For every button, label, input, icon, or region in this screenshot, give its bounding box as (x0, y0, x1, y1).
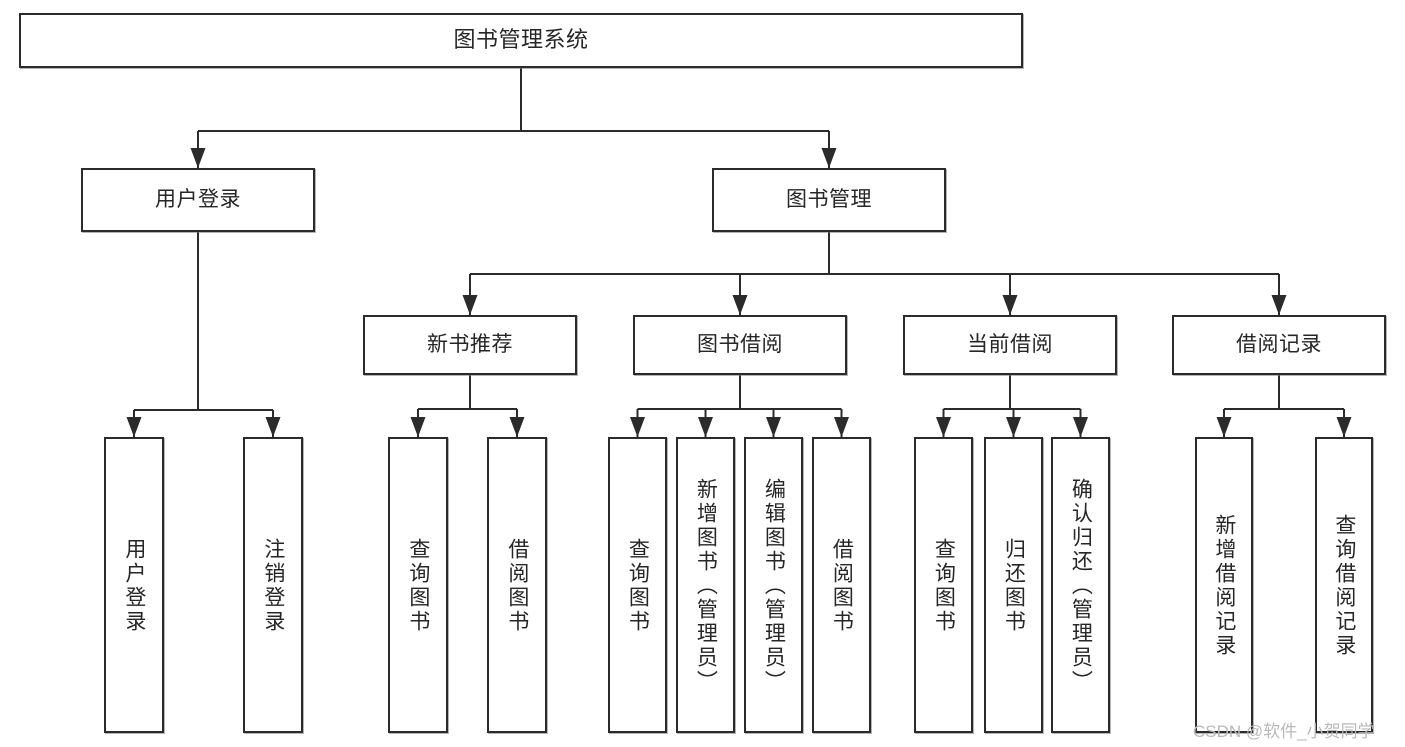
node-label-leaf-br-add: 新增图书（管理员） (694, 478, 718, 694)
node-root[interactable]: 图书管理系统 (19, 13, 1023, 68)
node-label-leaf-user-logout: 注销登录 (261, 538, 285, 634)
node-label-leaf-cu-return: 归还图书 (1002, 538, 1026, 634)
arrowhead-bookmgmt-0 (462, 295, 478, 315)
node-label-leaf-nb-borrow: 借阅图书 (505, 538, 529, 634)
node-label-leaf-cu-confirm: 确认归还（管理员） (1069, 478, 1093, 694)
node-label-newbook: 新书推荐 (427, 333, 513, 357)
node-leaf-br-borrow[interactable]: 借阅图书 (812, 437, 871, 733)
node-leaf-nb-borrow[interactable]: 借阅图书 (487, 437, 547, 733)
node-label-leaf-br-query: 查询图书 (626, 538, 650, 634)
node-label-leaf-user-login: 用户登录 (122, 538, 146, 634)
node-newbook[interactable]: 新书推荐 (363, 315, 577, 375)
node-current[interactable]: 当前借阅 (903, 315, 1117, 375)
arrowhead-current-0 (936, 417, 951, 437)
node-leaf-user-login[interactable]: 用户登录 (104, 437, 164, 733)
arrowhead-borrow-1 (698, 417, 713, 437)
node-leaf-cu-query[interactable]: 查询图书 (914, 437, 973, 733)
arrowhead-borrow-3 (834, 417, 849, 437)
node-label-current: 当前借阅 (967, 333, 1053, 357)
node-label-login: 用户登录 (155, 188, 241, 212)
node-leaf-nb-query[interactable]: 查询图书 (388, 437, 448, 733)
arrowhead-newbook-1 (509, 417, 525, 437)
arrowhead-current-2 (1073, 417, 1088, 437)
node-bookmgmt[interactable]: 图书管理 (712, 168, 946, 232)
node-leaf-cu-confirm[interactable]: 确认归还（管理员） (1051, 437, 1110, 733)
arrowhead-records-1 (1336, 417, 1352, 437)
node-login[interactable]: 用户登录 (81, 168, 315, 232)
node-leaf-rc-query[interactable]: 查询借阅记录 (1315, 437, 1373, 733)
node-label-leaf-rc-add: 新增借阅记录 (1212, 514, 1236, 658)
node-leaf-user-logout[interactable]: 注销登录 (243, 437, 303, 733)
node-label-records: 借阅记录 (1236, 333, 1322, 357)
node-leaf-br-edit[interactable]: 编辑图书（管理员） (744, 437, 803, 733)
arrowhead-current-1 (1006, 417, 1021, 437)
arrowhead-records-0 (1216, 417, 1232, 437)
arrowhead-bookmgmt-2 (1002, 295, 1018, 315)
node-borrow[interactable]: 图书借阅 (633, 315, 847, 375)
arrowhead-bookmgmt-3 (1271, 295, 1287, 315)
arrowhead-root-0 (190, 148, 206, 168)
arrowhead-borrow-2 (766, 417, 781, 437)
node-label-root: 图书管理系统 (453, 27, 589, 53)
node-label-leaf-br-borrow: 借阅图书 (830, 538, 854, 634)
node-leaf-br-add[interactable]: 新增图书（管理员） (676, 437, 735, 733)
arrowhead-root-1 (821, 148, 837, 168)
node-leaf-br-query[interactable]: 查询图书 (608, 437, 667, 733)
arrowhead-login-1 (265, 417, 281, 437)
node-label-leaf-rc-query: 查询借阅记录 (1332, 514, 1356, 658)
node-label-leaf-br-edit: 编辑图书（管理员） (762, 478, 786, 694)
node-label-borrow: 图书借阅 (697, 333, 783, 357)
node-records[interactable]: 借阅记录 (1172, 315, 1386, 375)
node-leaf-cu-return[interactable]: 归还图书 (984, 437, 1043, 733)
arrowhead-newbook-0 (410, 417, 426, 437)
node-leaf-rc-add[interactable]: 新增借阅记录 (1195, 437, 1253, 733)
node-label-leaf-cu-query: 查询图书 (932, 538, 956, 634)
node-label-leaf-nb-query: 查询图书 (406, 538, 430, 634)
arrowhead-borrow-0 (630, 417, 645, 437)
node-label-bookmgmt: 图书管理 (786, 188, 872, 212)
arrowhead-login-0 (126, 417, 142, 437)
arrowhead-bookmgmt-1 (732, 295, 748, 315)
